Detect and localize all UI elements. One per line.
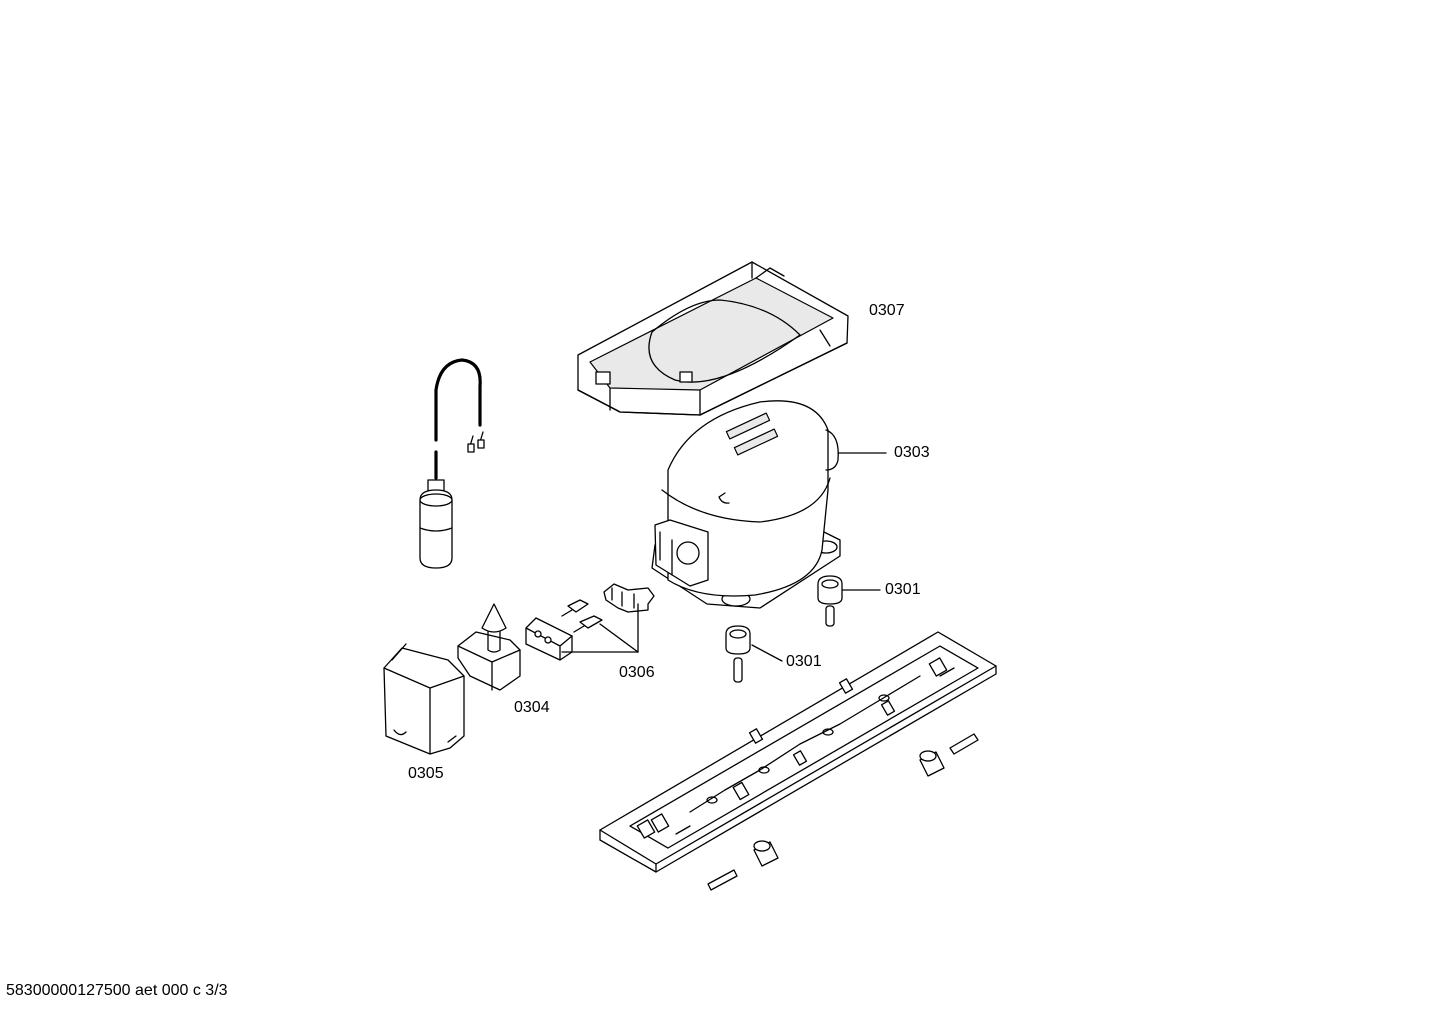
part-label-0303: 0303 [894,444,930,461]
grommet-part-0301-b [725,625,751,683]
capacitor-with-cable [419,358,485,569]
part-label-0305: 0305 [408,765,444,782]
grommet-part-0301-a [817,575,843,627]
drip-tray-part-0307 [577,261,849,416]
pin-left [707,869,738,891]
pin-right [949,733,979,755]
spacer-sleeve-left [753,840,779,867]
relay-part-0304 [457,603,521,691]
relay-cover-part-0305 [383,643,465,755]
part-label-0301-b: 0301 [786,653,822,670]
compressor-part-0303 [651,400,841,609]
part-label-0304: 0304 [514,699,550,716]
part-label-0307: 0307 [869,302,905,319]
spacer-sleeve-right [919,750,945,777]
fastener-set-part-0306 [525,583,655,661]
part-label-0301-a: 0301 [885,581,921,598]
mounting-rail [599,631,997,873]
document-footer-code: 58300000127500 aet 000 c 3/3 [6,982,228,999]
part-label-0306: 0306 [619,664,655,681]
